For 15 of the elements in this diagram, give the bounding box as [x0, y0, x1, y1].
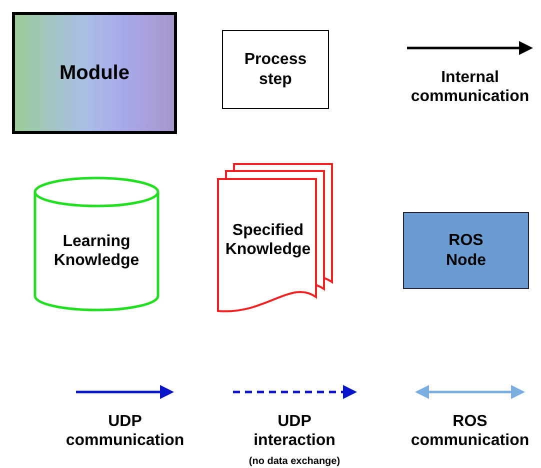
process-box	[222, 30, 329, 109]
node-label: Module	[60, 61, 130, 85]
legend-text: UDP interaction	[252, 412, 336, 450]
node-label: Specified Knowledge	[224, 220, 312, 260]
node-label: ROS Node	[445, 231, 487, 270]
multi-document-shape	[218, 163, 332, 313]
node-label: Learning Knowledge	[52, 232, 140, 270]
legend-text: ROS communication	[410, 412, 530, 450]
database-cylinder	[33, 176, 160, 312]
module-box	[12, 12, 177, 134]
ros-node-box	[403, 212, 529, 289]
legend-text: Internal communication	[410, 68, 530, 106]
node-label: Process step	[243, 50, 308, 89]
legend-text: UDP communication	[64, 412, 186, 450]
note-text: (no data exchange)	[248, 456, 340, 468]
